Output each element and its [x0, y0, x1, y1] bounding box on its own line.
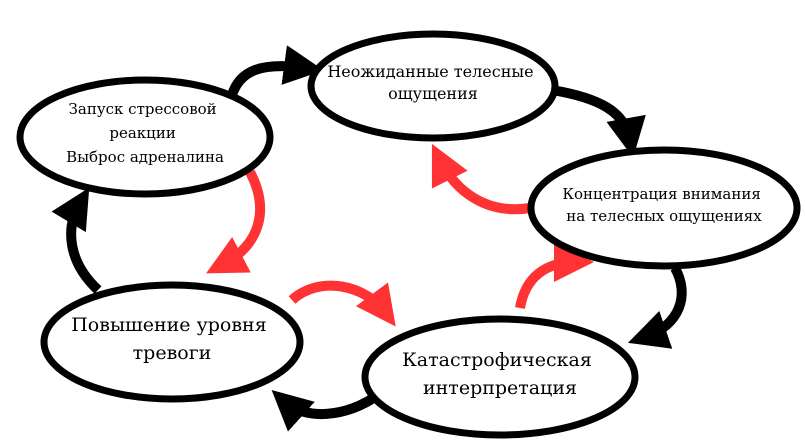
arrow-attention-to-catastrophic	[627, 265, 687, 349]
svg-text:Неожиданные телесные ощу: Неожиданные телесные ощущения	[327, 62, 538, 103]
arrow-stress-to-sensations	[227, 45, 324, 97]
node-sensations: Неожиданные телесные ощущения	[307, 30, 559, 142]
svg-text:Концентрация внимания на: Концентрация внимания на телесных ощущен…	[562, 185, 765, 225]
node-anxiety-line-1: Повышение уровня	[71, 314, 266, 336]
node-catastrophic-line-1: Катастрофическая	[402, 349, 592, 371]
node-anxiety-line-2: тревоги	[133, 342, 212, 364]
arrow-catastrophic-to-attention	[515, 242, 594, 310]
node-stress: Запуск стрессовой реакции Выброс адренал…	[16, 76, 274, 198]
arrow-anxiety-to-stress	[51, 187, 102, 294]
node-attention-line-1: Концентрация внимания	[562, 185, 760, 203]
arrow-catastrophic-to-anxiety	[271, 389, 381, 432]
svg-text:Повышение уровня тревоги: Повышение уровня тревоги	[71, 314, 273, 364]
arrow-stress-to-anxiety	[206, 169, 266, 274]
svg-text:Запуск стрессовой реакци: Запуск стрессовой реакции Выброс адренал…	[66, 100, 224, 166]
node-stress-line-3: Выброс адреналина	[66, 148, 224, 166]
node-catastrophic: Катастрофическая интерпретация	[361, 315, 639, 439]
arrow-attention-to-sensations	[431, 143, 531, 215]
node-attention: Концентрация внимания на телесных ощущен…	[527, 146, 801, 270]
arrow-sensations-to-attention	[551, 85, 646, 158]
svg-text:Катастрофическая интерпр: Катастрофическая интерпретация	[402, 349, 598, 399]
node-anxiety: Повышение уровня тревоги	[40, 281, 304, 403]
node-stress-line-1: Запуск стрессовой	[69, 100, 217, 118]
arrow-anxiety-to-catastrophic	[288, 280, 396, 327]
node-sensations-line-1: Неожиданные телесные	[327, 62, 533, 81]
node-stress-line-2: реакции	[109, 124, 175, 142]
node-catastrophic-line-2: интерпретация	[423, 377, 577, 399]
node-attention-line-2: на телесных ощущениях	[566, 207, 762, 225]
node-sensations-line-2: ощущения	[388, 84, 478, 103]
